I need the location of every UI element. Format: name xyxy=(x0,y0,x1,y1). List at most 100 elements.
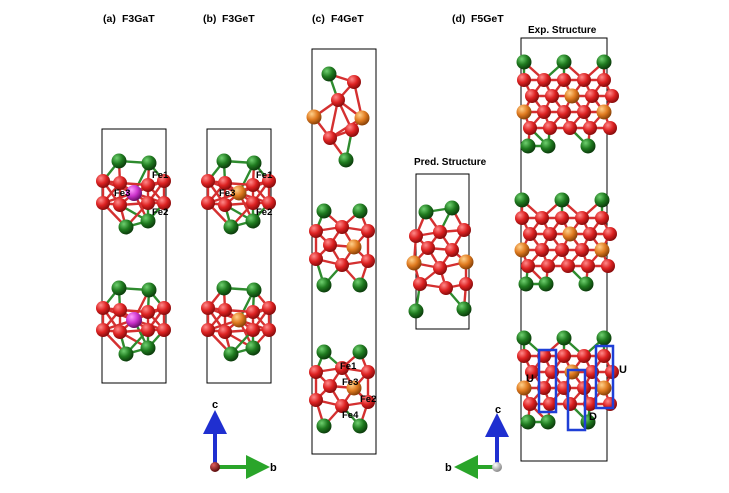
fe-atom xyxy=(595,211,609,225)
label-fe1-b: Fe1 xyxy=(256,170,273,181)
fe-atom xyxy=(309,393,323,407)
fe-atom xyxy=(335,258,349,272)
te-atom xyxy=(579,277,594,292)
fe-atom xyxy=(583,121,597,135)
fe-atom xyxy=(445,243,459,257)
fe-atom xyxy=(517,73,531,87)
svg-text:F3GeT: F3GeT xyxy=(222,13,255,25)
panel-title-c: (c) F4GeT xyxy=(312,13,364,25)
fe-atom xyxy=(96,323,110,337)
fe-atom xyxy=(603,121,617,135)
ga-atom xyxy=(126,312,142,328)
ge-atom xyxy=(307,110,322,125)
fe-atom xyxy=(409,229,423,243)
fe-atom xyxy=(537,105,551,119)
te-atom xyxy=(119,220,134,235)
ge-atom xyxy=(597,105,612,120)
fe-atom xyxy=(323,131,337,145)
te-atom xyxy=(317,204,332,219)
axis-c-label: c xyxy=(212,399,218,411)
fe-atom xyxy=(557,349,571,363)
te-atom xyxy=(317,345,332,360)
fe-atom xyxy=(309,365,323,379)
label-fe2-c: Fe2 xyxy=(360,394,376,405)
fe-atom xyxy=(457,223,471,237)
panel-title-d: (d) F5GeT xyxy=(452,13,504,25)
te-atom xyxy=(353,204,368,219)
fe-atom xyxy=(515,211,529,225)
te-atom xyxy=(445,201,460,216)
te-atom xyxy=(247,156,262,171)
fe-atom xyxy=(157,323,171,337)
fe-atom xyxy=(218,325,232,339)
ge-atom xyxy=(597,381,612,396)
fe-atom xyxy=(535,211,549,225)
fe-atom xyxy=(347,75,361,89)
te-atom xyxy=(317,278,332,293)
fe-atom xyxy=(525,89,539,103)
ge-atom xyxy=(563,227,578,242)
svg-text:F5GeT: F5GeT xyxy=(471,13,504,25)
fe-atom xyxy=(575,211,589,225)
fe-atom xyxy=(323,238,337,252)
te-atom xyxy=(541,415,556,430)
fe-atom xyxy=(218,198,232,212)
fe-atom xyxy=(262,301,276,315)
fe-atom xyxy=(605,89,619,103)
ge-atom xyxy=(347,240,362,255)
fe-atom xyxy=(246,305,260,319)
te-atom xyxy=(119,347,134,362)
svg-text:(a): (a) xyxy=(103,13,116,25)
axis-a-origin-right xyxy=(492,462,502,472)
marker-d: D xyxy=(589,411,597,423)
te-atom xyxy=(517,55,532,70)
fe-atom xyxy=(535,243,549,257)
fe-atom xyxy=(331,93,345,107)
svg-text:(c): (c) xyxy=(312,13,325,25)
ge-atom xyxy=(355,111,370,126)
fe-atom xyxy=(141,305,155,319)
fe-atom xyxy=(555,243,569,257)
fe-atom xyxy=(421,241,435,255)
fe-atom xyxy=(597,73,611,87)
svg-text:(d): (d) xyxy=(452,13,465,25)
fe-atom xyxy=(323,379,337,393)
fe-atom xyxy=(597,349,611,363)
svg-text:F4GeT: F4GeT xyxy=(331,13,364,25)
fe-atom xyxy=(563,397,577,411)
fe-atom xyxy=(113,198,127,212)
fe-atom xyxy=(96,174,110,188)
fe-atom xyxy=(157,301,171,315)
fe-atom xyxy=(521,259,535,273)
te-atom xyxy=(517,331,532,346)
te-atom xyxy=(142,283,157,298)
fe-atom xyxy=(557,73,571,87)
fe-atom xyxy=(577,105,591,119)
te-atom xyxy=(217,281,232,296)
fe-atom xyxy=(262,323,276,337)
pred-structure-title: Pred. Structure xyxy=(414,157,487,168)
fe-atom xyxy=(345,123,359,137)
fe-atom xyxy=(201,301,215,315)
ge-atom xyxy=(515,243,530,258)
te-atom xyxy=(409,304,424,319)
te-atom xyxy=(339,153,354,168)
fe-atom xyxy=(583,227,597,241)
te-atom xyxy=(555,193,570,208)
ge-atom xyxy=(407,256,422,271)
fe-atom xyxy=(361,254,375,268)
label-fe2-a: Fe2 xyxy=(152,207,168,218)
ge-atom xyxy=(565,89,580,104)
te-atom xyxy=(353,345,368,360)
label-fe3-a: Fe3 xyxy=(114,188,130,199)
te-atom xyxy=(519,277,534,292)
fe-atom xyxy=(543,227,557,241)
ge-atom xyxy=(459,255,474,270)
svg-text:(b): (b) xyxy=(203,13,216,25)
te-atom xyxy=(217,154,232,169)
fe-atom xyxy=(581,259,595,273)
fe-atom xyxy=(577,349,591,363)
fe-atom xyxy=(413,277,427,291)
axis-b-label-right: b xyxy=(445,462,452,474)
